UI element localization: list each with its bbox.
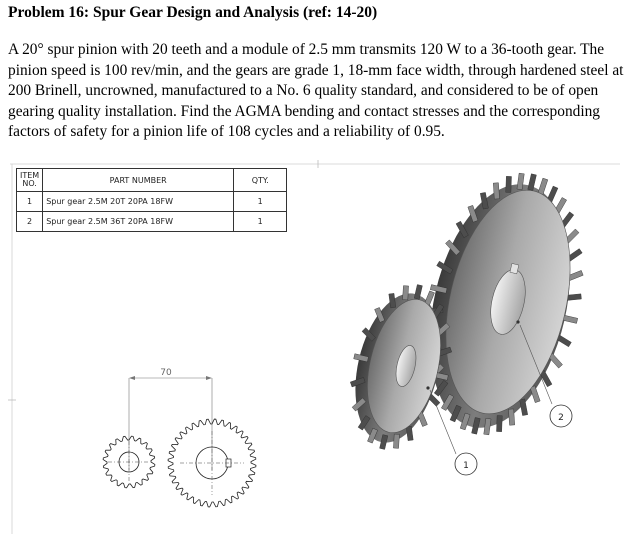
gear-tooth (361, 327, 376, 342)
balloon-item-2: 2 (549, 404, 573, 428)
gear-tooth (379, 434, 389, 450)
gear-tooth (353, 353, 369, 363)
center-distance-dimension (128, 376, 213, 470)
center-distance-label: 70 (160, 368, 172, 378)
bom-header-qty: QTY. (233, 168, 288, 192)
bom-part-number: Spur gear 2.5M 36T 20PA 18FW (42, 211, 235, 232)
gear-tooth (516, 172, 525, 190)
gear-tooth (367, 427, 378, 444)
gear-tooth (471, 417, 481, 435)
bom-row: 2 Spur gear 2.5M 36T 20PA 18FW 1 (15, 211, 288, 232)
balloon-1-label: 1 (463, 461, 469, 471)
gear-tooth (455, 220, 469, 239)
problem-statement: A 20° spur pinion with 20 teeth and a mo… (8, 41, 624, 141)
gear-tooth (351, 397, 367, 412)
leader-line-2 (519, 324, 553, 405)
gear-tooth (441, 393, 455, 411)
gear-tooth (505, 176, 512, 193)
gear-tooth (493, 182, 500, 200)
problem-title: Problem 16: Spur Gear Design and Analysi… (8, 4, 378, 21)
gear-tooth (519, 398, 528, 416)
gear-tooth (357, 415, 371, 431)
gear-tooth (388, 293, 397, 309)
gear-tooth (393, 433, 400, 449)
bom-part-number: Spur gear 2.5M 20T 20PA 18FW (42, 191, 235, 212)
gear-tooth (467, 205, 479, 223)
gear-tooth (430, 284, 448, 294)
gear-tooth (405, 425, 414, 441)
gear-tooth (436, 260, 454, 275)
gear-front-view (167, 418, 257, 508)
gear-tooth (402, 285, 409, 301)
bom-item-no: 1 (15, 191, 44, 212)
bom-row: 1 Spur gear 2.5M 20T 20PA 18FW 1 (15, 191, 288, 212)
gear-tooth (413, 284, 423, 300)
small-gear-3d (350, 284, 452, 450)
gear-tooth (480, 192, 489, 210)
large-gear-3d (424, 172, 584, 436)
balloon-item-1: 1 (454, 452, 478, 476)
gear-tooth (483, 418, 492, 436)
gear-tooth (374, 307, 385, 323)
bom-qty: 1 (233, 211, 288, 232)
gear-tooth (527, 173, 537, 191)
bom-qty: 1 (233, 191, 288, 212)
pinion-front-view (102, 435, 156, 489)
gear-tooth (537, 177, 549, 196)
gear-tooth (459, 412, 471, 431)
gear-tooth (449, 404, 462, 423)
bom-header-part-number: PART NUMBER (42, 168, 235, 192)
balloon-2-label: 2 (558, 413, 564, 423)
gear-tooth (350, 377, 366, 388)
bom-item-no: 2 (15, 211, 44, 232)
gear-tooth (496, 415, 503, 432)
gear-tooth (445, 239, 461, 256)
gear-drawing-sheet: 70 (8, 160, 620, 534)
gear-assembly-isometric (350, 172, 584, 455)
gear-tooth (508, 408, 515, 426)
gear-tooth (433, 379, 449, 397)
leader-line-1 (429, 389, 457, 455)
